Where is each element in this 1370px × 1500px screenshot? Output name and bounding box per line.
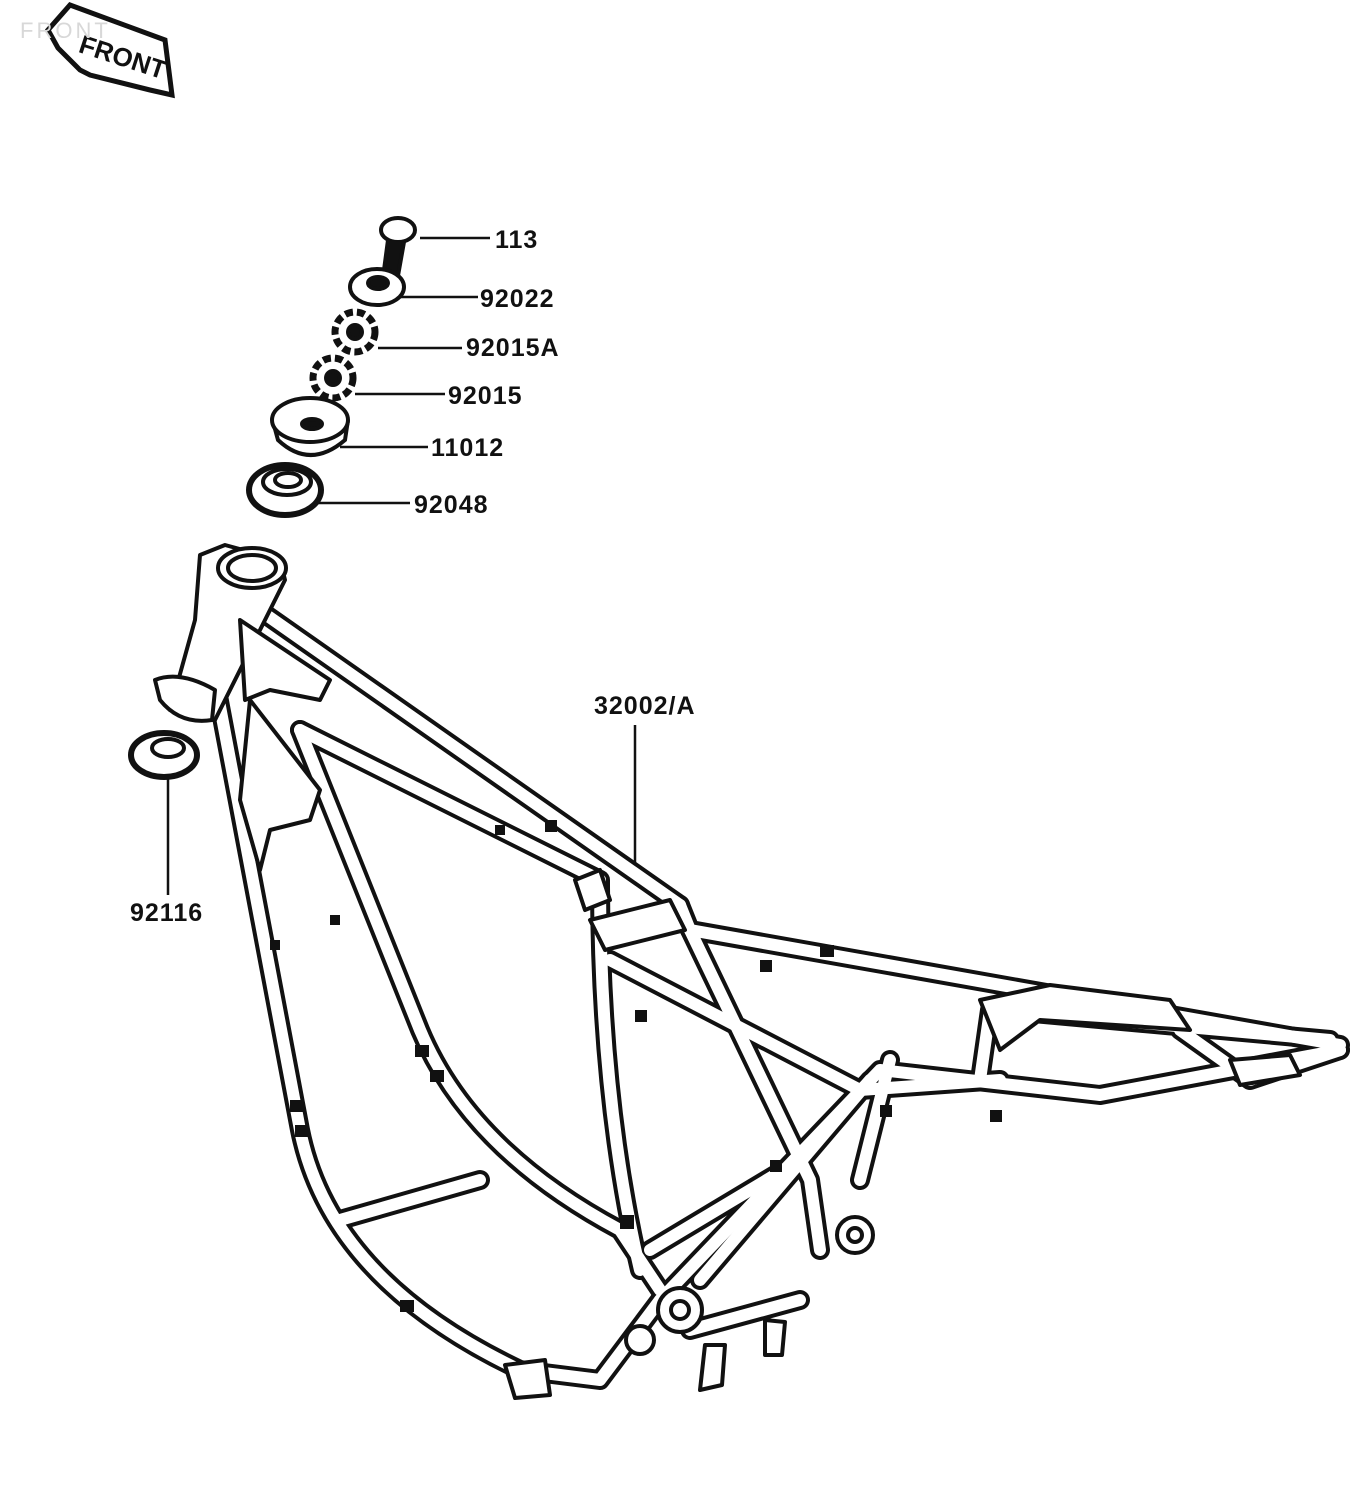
part-label-92015[interactable]: 92015 [448, 382, 523, 410]
nut-92015A [331, 308, 379, 356]
watermark-text: FRONT [20, 18, 111, 43]
part-label-92116[interactable]: 92116 [130, 899, 204, 927]
part-label-92048[interactable]: 92048 [414, 491, 489, 519]
bolt-113 [379, 216, 417, 290]
parts-stack [128, 216, 417, 780]
part-label-113[interactable]: 113 [495, 226, 539, 254]
part-label-92015A[interactable]: 92015A [466, 334, 560, 362]
nut-92015 [309, 354, 357, 402]
front-arrow-icon: FRONT [44, 2, 175, 99]
seal-92116 [128, 730, 200, 780]
frame-32002A [153, 543, 1350, 1400]
bearing-92048 [246, 462, 324, 518]
part-label-11012[interactable]: 11012 [431, 434, 505, 462]
leader-lines [166, 236, 637, 895]
part-label-92022[interactable]: 92022 [480, 285, 555, 313]
part-label-32002A[interactable]: 32002/A [594, 692, 696, 720]
washer-92022 [348, 267, 406, 307]
cap-11012 [270, 396, 350, 457]
